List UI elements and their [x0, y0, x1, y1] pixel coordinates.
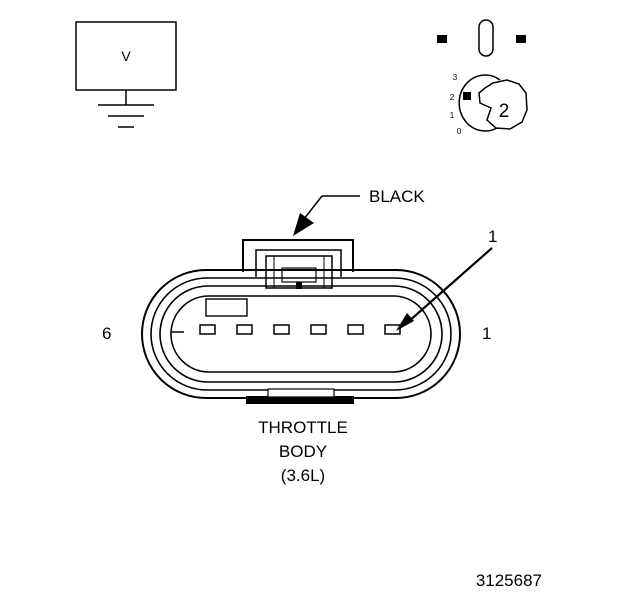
terminal-pin: [384, 324, 401, 335]
selector-position-2: 2: [450, 93, 455, 102]
terminal-pin: [199, 324, 216, 335]
pin-label-left: 6: [102, 324, 111, 343]
connector-latch: [242, 239, 354, 289]
selector-position-0: 0: [457, 127, 462, 136]
selector-indicator: [463, 92, 471, 100]
terminal-pin: [310, 324, 327, 335]
terminal-pin: [347, 324, 364, 335]
terminal-pin: [236, 324, 253, 335]
connector-name: THROTTLE BODY (3.6L): [258, 418, 348, 485]
color-callout: BLACK: [293, 187, 425, 236]
selector-position-3: 3: [453, 73, 458, 82]
connector-name-line-2: BODY: [279, 442, 327, 461]
rotary-selector: 3 2 1 0 2: [450, 73, 528, 136]
ground-icon: [98, 90, 154, 128]
connector-cavity: [170, 295, 432, 373]
selector-knob: [478, 79, 528, 130]
arrow-head-icon: [293, 213, 314, 236]
pointer-pin-label: 1: [488, 227, 497, 246]
pin-pointer: 1: [396, 227, 497, 331]
connector-color-label: BLACK: [369, 187, 425, 206]
pointer-arrow-icon: [396, 313, 414, 331]
connector-name-line-1: THROTTLE: [258, 418, 348, 437]
selector-position-1: 1: [450, 111, 455, 120]
pin-label-right: 1: [482, 324, 491, 343]
terminal-pins: [199, 324, 401, 335]
selector-arc: [458, 74, 501, 132]
connector-body: [141, 239, 461, 404]
connector-name-line-3: (3.6L): [281, 466, 325, 485]
test-probe-icon: [437, 19, 526, 57]
selector-current-value: 2: [499, 101, 510, 122]
voltmeter-label: V: [121, 48, 131, 64]
terminal-pin: [273, 324, 290, 335]
figure-id: 3125687: [476, 571, 542, 590]
voltmeter-symbol: V: [75, 21, 177, 128]
